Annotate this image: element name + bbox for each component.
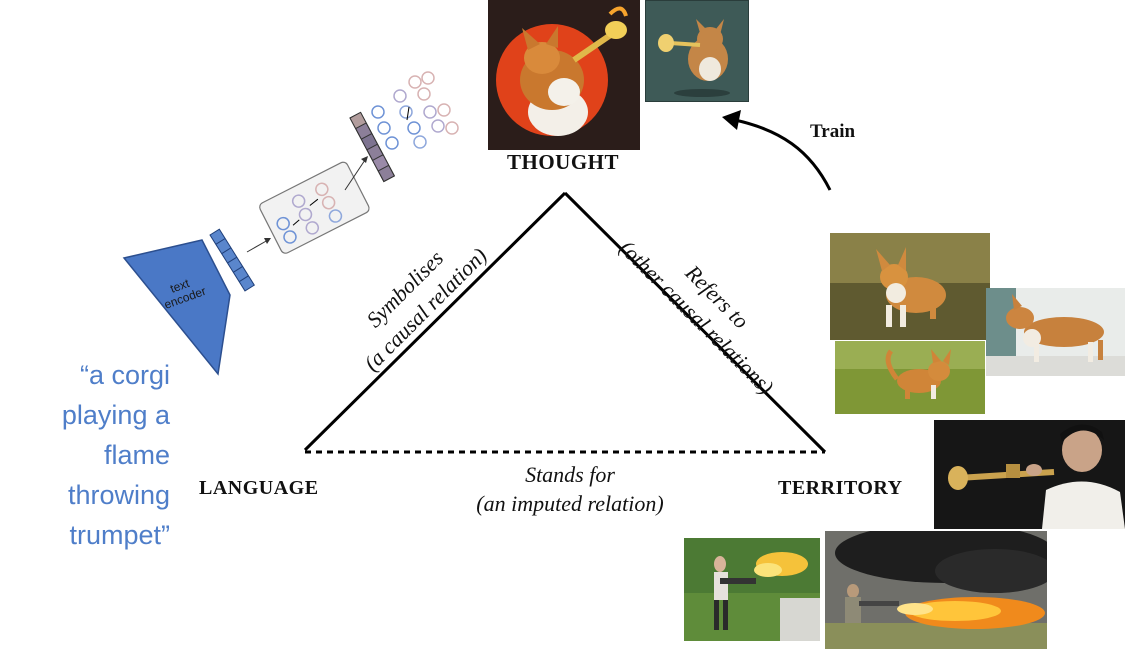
- stands-for-line-1: Stands for: [525, 462, 615, 487]
- corgi-photo-sitting: [830, 233, 990, 340]
- connector-1-arrowhead: [264, 238, 271, 244]
- text-encoder-label-1: text: [168, 276, 192, 296]
- text-encoder-block: [122, 239, 231, 376]
- prompt-line-5: trumpet”: [69, 520, 170, 550]
- text-prompt: “a corgi playing a flame throwing trumpe…: [10, 355, 170, 555]
- connector-2: [344, 159, 366, 191]
- language-label: LANGUAGE: [199, 477, 319, 499]
- embedding-vector-1: [209, 228, 255, 292]
- train-label: Train: [810, 121, 856, 142]
- train-arrowhead: [722, 110, 741, 130]
- flamethrower-photo-garden: [684, 538, 820, 641]
- embedding-vector-2: [349, 111, 396, 183]
- connector-2-arrowhead: [361, 156, 368, 163]
- prompt-line-4: throwing: [67, 480, 170, 510]
- trumpet-player-photo: [934, 420, 1125, 529]
- stands-for-label: Stands for (an imputed relation): [430, 460, 710, 518]
- connector-1: [246, 239, 269, 253]
- prior-model-box: [259, 161, 370, 254]
- stands-for-line-2: (an imputed relation): [476, 491, 664, 516]
- thought-label: THOUGHT: [507, 150, 620, 174]
- prompt-line-1: “a corgi: [79, 360, 170, 390]
- generated-image-painting: [488, 0, 640, 150]
- edge-symbolises: [303, 191, 567, 452]
- prompt-line-2: playing a: [61, 400, 170, 430]
- territory-label: TERRITORY: [778, 477, 903, 499]
- generated-image-sketch: [645, 0, 749, 102]
- decoder-nodes: [371, 71, 459, 150]
- corgi-photo-standing: [986, 288, 1125, 376]
- corgi-photo-running: [835, 341, 985, 414]
- edge-refers-to: [563, 191, 827, 454]
- flamethrower-photo-field: [825, 531, 1047, 649]
- prompt-line-3: flame: [103, 440, 170, 470]
- train-arrow: [734, 118, 832, 191]
